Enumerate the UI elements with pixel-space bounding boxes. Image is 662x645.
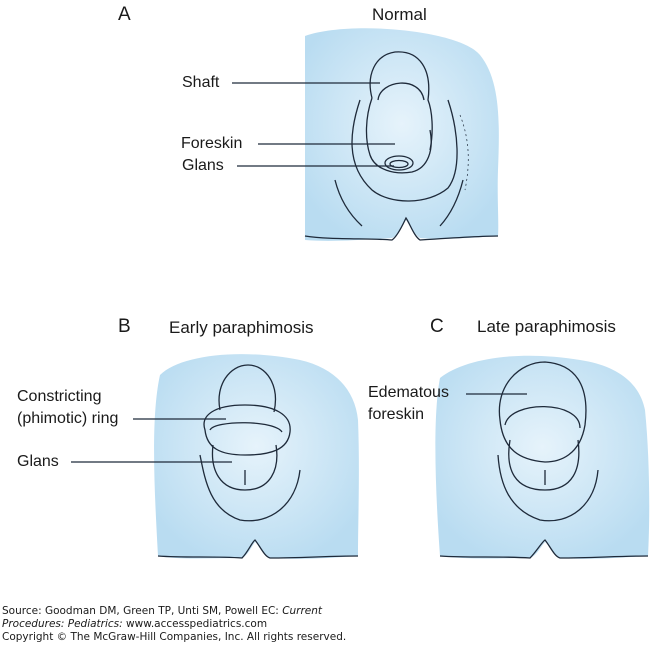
label-glans-b: Glans — [17, 453, 59, 470]
label-shaft: Shaft — [182, 74, 220, 91]
source-line-1: Source: Goodman DM, Green TP, Unti SM, P… — [2, 605, 322, 618]
panel-title-normal: Normal — [372, 5, 427, 24]
source-line-2: Procedures: Pediatrics: www.accesspediat… — [2, 618, 267, 631]
copyright-line: Copyright © The McGraw-Hill Companies, I… — [2, 631, 347, 643]
panel-title-early: Early paraphimosis — [169, 318, 314, 337]
label-foreskin: Foreskin — [181, 135, 243, 152]
label-constricting: Constricting — [17, 388, 102, 405]
label-glans-a: Glans — [182, 157, 224, 174]
panel-letter-c: C — [430, 316, 444, 337]
panel-letter-a: A — [118, 4, 131, 25]
late-paraphimosis-illustration — [435, 355, 650, 559]
label-phimotic-ring: (phimotic) ring — [17, 410, 119, 427]
early-paraphimosis-illustration — [154, 354, 359, 559]
source-title-1: Current — [282, 605, 323, 617]
source-url: www.accesspediatrics.com — [122, 618, 268, 630]
panel-letter-b: B — [118, 316, 131, 337]
panel-title-late: Late paraphimosis — [477, 317, 616, 336]
source-prefix: Source: Goodman DM, Green TP, Unti SM, P… — [2, 605, 283, 617]
source-title-2: Procedures: Pediatrics: — [2, 618, 123, 630]
label-edematous: Edematous — [368, 384, 449, 401]
leader-lines — [71, 82, 527, 463]
normal-illustration — [304, 28, 499, 241]
label-foreskin-c: foreskin — [368, 406, 425, 423]
